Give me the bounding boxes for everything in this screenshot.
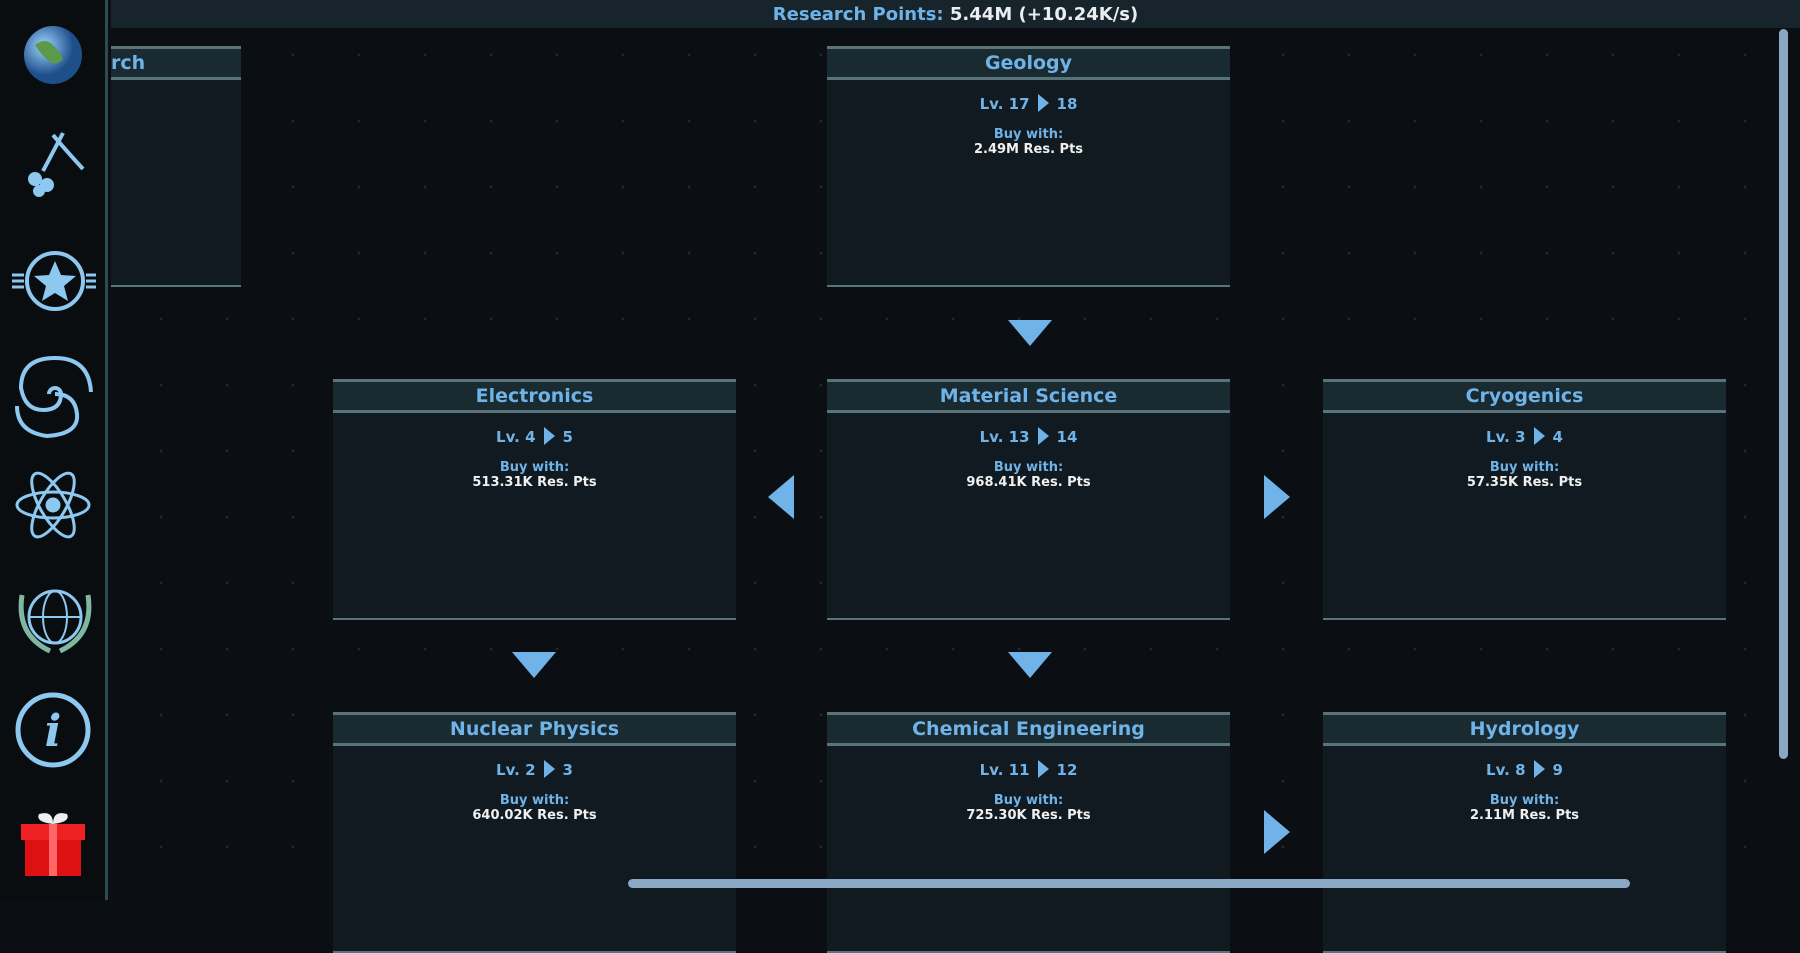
cost-value[interactable]: 2.49M Res. Pts xyxy=(973,142,1084,157)
horizontal-scrollbar[interactable] xyxy=(628,879,1630,888)
buy-with-label: Buy with: xyxy=(1489,460,1560,475)
card-title: Electronics xyxy=(333,379,736,413)
level-from: Lv. 3 xyxy=(1486,428,1526,446)
buy-with-label: Buy with: xyxy=(1489,793,1560,808)
level-indicator: Lv. 11 12 xyxy=(827,760,1230,779)
research-card[interactable]: Material Science Lv. 13 14 Buy with: 968.… xyxy=(827,379,1230,620)
level-indicator: Lv. 17 18 xyxy=(827,94,1230,113)
svg-text:i: i xyxy=(45,706,62,757)
level-to: 14 xyxy=(1056,428,1078,446)
cost-value[interactable]: 2.11M Res. Pts xyxy=(1469,808,1580,823)
arrow-down-icon xyxy=(512,652,556,678)
research-points-value: 5.44M (+10.24K/s) xyxy=(949,4,1139,25)
galaxy-icon[interactable] xyxy=(10,351,96,439)
atom-icon[interactable] xyxy=(10,462,96,548)
buy-with-label: Buy with: xyxy=(993,793,1064,808)
level-arrow-icon xyxy=(543,760,555,778)
info-icon[interactable]: i xyxy=(10,687,96,773)
level-arrow-icon xyxy=(1533,760,1545,778)
cost-value[interactable]: 57.35K Res. Pts xyxy=(1466,475,1583,490)
buy-with-label: Buy with: xyxy=(993,127,1064,142)
research-card-partial[interactable]: rch xyxy=(111,46,241,287)
level-to: 9 xyxy=(1552,761,1563,779)
level-arrow-icon xyxy=(1037,760,1049,778)
level-arrow-icon xyxy=(1037,94,1049,112)
arrow-right-icon xyxy=(1264,475,1290,519)
card-title: Chemical Engineering xyxy=(827,712,1230,746)
buy-with-label: Buy with: xyxy=(499,793,570,808)
level-from: Lv. 2 xyxy=(496,761,536,779)
level-from: Lv. 8 xyxy=(1486,761,1526,779)
level-to: 4 xyxy=(1552,428,1563,446)
level-arrow-icon xyxy=(543,427,555,445)
card-title: Hydrology xyxy=(1323,712,1726,746)
arrow-down-icon xyxy=(1008,652,1052,678)
research-card[interactable]: Electronics Lv. 4 5 Buy with: 513.31K Res… xyxy=(333,379,736,620)
level-to: 18 xyxy=(1056,95,1078,113)
card-title: Cryogenics xyxy=(1323,379,1726,413)
research-card[interactable]: Hydrology Lv. 8 9 Buy with: 2.11M Res. Pt… xyxy=(1323,712,1726,953)
level-from: Lv. 4 xyxy=(496,428,536,446)
level-indicator: Lv. 4 5 xyxy=(333,427,736,446)
cost-value[interactable]: 640.02K Res. Pts xyxy=(472,808,597,823)
level-indicator: Lv. 2 3 xyxy=(333,760,736,779)
un-globe-icon[interactable] xyxy=(10,575,96,661)
planet-icon[interactable] xyxy=(10,12,96,98)
level-indicator: Lv. 8 9 xyxy=(1323,760,1726,779)
research-points-bar: Research Points: 5.44M (+10.24K/s) xyxy=(111,0,1800,28)
level-to: 5 xyxy=(562,428,573,446)
card-title: Material Science xyxy=(827,379,1230,413)
cost-value[interactable]: 513.31K Res. Pts xyxy=(472,475,597,490)
research-points-label: Research Points: xyxy=(772,4,944,25)
cost-value[interactable]: 725.30K Res. Pts xyxy=(966,808,1091,823)
research-card[interactable]: Geology Lv. 17 18 Buy with: 2.49M Res. Pt… xyxy=(827,46,1230,287)
level-to: 12 xyxy=(1056,761,1078,779)
buy-with-label: Buy with: xyxy=(499,460,570,475)
level-to: 3 xyxy=(562,761,573,779)
arrow-down-icon xyxy=(1008,320,1052,346)
level-arrow-icon xyxy=(1533,427,1545,445)
research-card[interactable]: Cryogenics Lv. 3 4 Buy with: 57.35K Res. … xyxy=(1323,379,1726,620)
level-arrow-icon xyxy=(1037,427,1049,445)
level-from: Lv. 11 xyxy=(979,761,1030,779)
card-title: Nuclear Physics xyxy=(333,712,736,746)
level-from: Lv. 13 xyxy=(979,428,1030,446)
card-title: Geology xyxy=(827,46,1230,80)
arrow-right-icon xyxy=(1264,810,1290,854)
level-from: Lv. 17 xyxy=(979,95,1030,113)
arrow-left-icon xyxy=(768,475,794,519)
pickaxe-icon[interactable] xyxy=(10,118,96,204)
research-card[interactable]: Nuclear Physics Lv. 2 3 Buy with: 640.02K… xyxy=(333,712,736,953)
buy-with-label: Buy with: xyxy=(993,460,1064,475)
star-badge-icon[interactable] xyxy=(10,238,96,324)
card-title: rch xyxy=(111,46,241,80)
level-indicator: Lv. 13 14 xyxy=(827,427,1230,446)
vertical-scrollbar[interactable] xyxy=(1779,29,1788,759)
gift-icon[interactable] xyxy=(10,797,96,883)
cost-value[interactable]: 968.41K Res. Pts xyxy=(966,475,1091,490)
sidebar: i xyxy=(0,0,108,900)
level-indicator: Lv. 3 4 xyxy=(1323,427,1726,446)
